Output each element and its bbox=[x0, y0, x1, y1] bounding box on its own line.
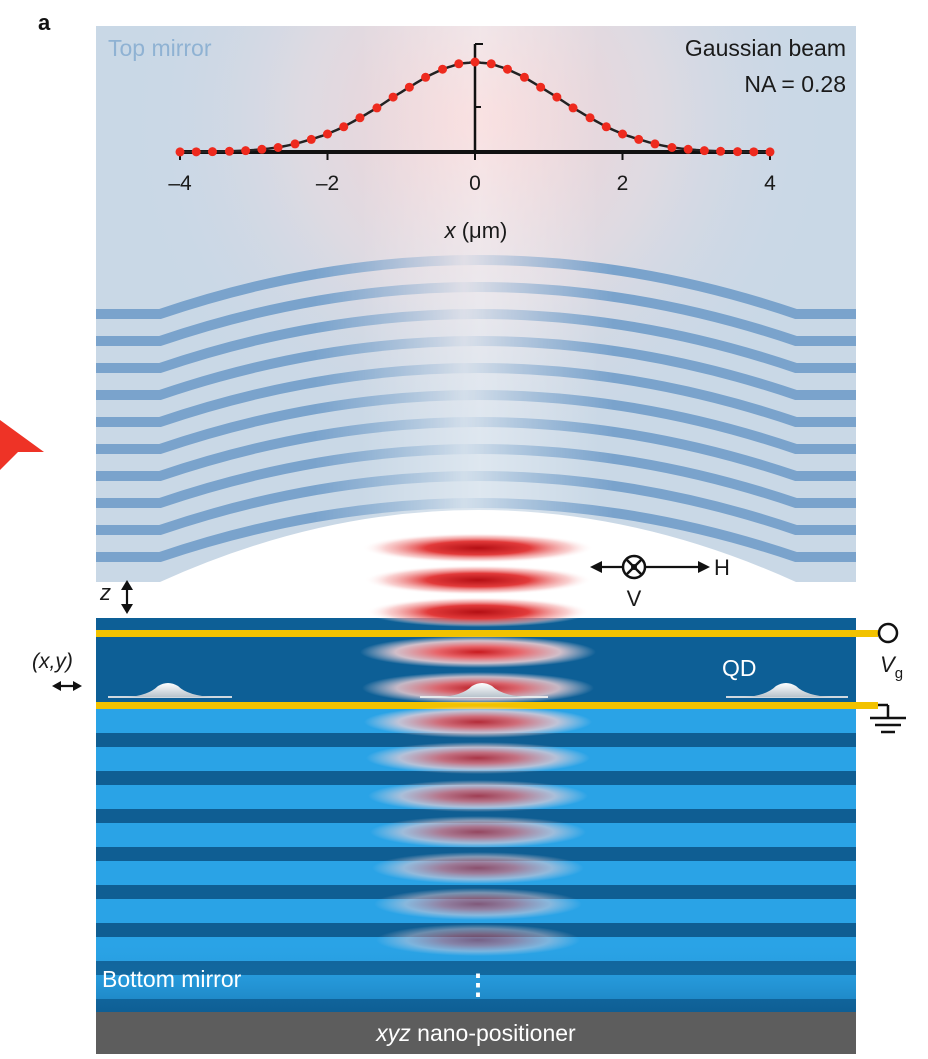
data-point bbox=[601, 122, 611, 132]
top-mirror-layers bbox=[96, 255, 856, 562]
mode-lobe bbox=[372, 852, 584, 884]
top-mirror-layer bbox=[96, 498, 856, 562]
data-point bbox=[585, 113, 595, 123]
mode-lobe bbox=[362, 533, 594, 563]
beam-profile-chart: –4 –2 0 2 4 bbox=[168, 43, 776, 195]
air-gap bbox=[96, 510, 856, 618]
data-point bbox=[634, 134, 644, 144]
top-mirror-label: Top mirror bbox=[108, 35, 212, 61]
data-point bbox=[568, 103, 578, 113]
top-mirror-layer bbox=[96, 282, 856, 346]
mode-lobe bbox=[366, 742, 590, 774]
mode-lobe bbox=[366, 597, 590, 627]
data-point bbox=[421, 72, 431, 82]
data-point bbox=[486, 59, 496, 69]
x-tick-label: –4 bbox=[168, 172, 192, 195]
mode-lobe bbox=[364, 565, 592, 595]
x-tick-label: –2 bbox=[316, 172, 339, 195]
bottom-mirror-dark-layer bbox=[96, 771, 856, 785]
data-point bbox=[404, 82, 414, 92]
top-mirror-layer bbox=[96, 363, 856, 427]
ellipsis-marker: ⋮ bbox=[464, 969, 492, 1000]
data-point bbox=[339, 122, 349, 132]
beam-label-line2: NA = 0.28 bbox=[744, 71, 846, 97]
data-point bbox=[257, 144, 267, 154]
bottom-mirror-dark-layer bbox=[96, 809, 856, 823]
data-point bbox=[323, 129, 332, 139]
data-point bbox=[667, 143, 677, 152]
mode-lobe bbox=[364, 706, 592, 738]
data-point bbox=[470, 57, 480, 67]
polarization-v-label: V bbox=[627, 586, 642, 611]
data-point bbox=[273, 143, 283, 152]
mode-lobe bbox=[370, 816, 586, 848]
vg-label: Vg bbox=[880, 652, 903, 682]
bottom-mirror-label: Bottom mirror bbox=[102, 966, 242, 992]
data-point bbox=[733, 147, 743, 157]
mode-lobe bbox=[374, 888, 582, 920]
z-arrow-icon bbox=[121, 580, 133, 614]
x-tick-label: 0 bbox=[469, 172, 481, 195]
bottom-gate bbox=[96, 702, 878, 709]
data-point bbox=[765, 147, 775, 157]
data-point bbox=[454, 59, 464, 69]
gate-terminal-icon bbox=[877, 622, 899, 644]
top-mirror-layer bbox=[96, 336, 856, 400]
data-point bbox=[699, 146, 709, 156]
quantum-dot-left bbox=[108, 683, 232, 698]
data-point bbox=[241, 146, 251, 156]
polarization-symbol bbox=[590, 554, 710, 580]
beam-label-line1: Gaussian beam bbox=[685, 35, 846, 61]
z-label: z bbox=[99, 580, 111, 605]
data-point bbox=[388, 92, 398, 102]
data-point bbox=[552, 92, 562, 102]
data-point bbox=[519, 72, 529, 82]
top-mirror-layer bbox=[96, 309, 856, 373]
xy-arrow-icon bbox=[52, 681, 82, 691]
panel-label: a bbox=[38, 10, 51, 35]
polarization-h-label: H bbox=[714, 555, 730, 580]
data-point bbox=[306, 134, 316, 144]
mode-lobe bbox=[368, 780, 588, 812]
data-point bbox=[618, 129, 627, 139]
data-point bbox=[650, 139, 660, 149]
x-tick-label: 4 bbox=[764, 172, 776, 195]
data-point bbox=[355, 113, 365, 123]
top-mirror-layer bbox=[96, 255, 856, 319]
top-gate bbox=[96, 630, 878, 637]
data-point bbox=[224, 146, 234, 156]
data-point bbox=[749, 147, 759, 157]
mode-lobe bbox=[360, 636, 596, 668]
xy-label: (x,y) bbox=[32, 650, 73, 673]
qd-label: QD bbox=[722, 655, 757, 681]
data-point bbox=[502, 64, 512, 74]
data-point bbox=[290, 139, 300, 149]
top-mirror-layer bbox=[96, 444, 856, 508]
data-point bbox=[175, 147, 185, 157]
quantum-dot-center bbox=[420, 683, 548, 698]
data-point bbox=[683, 144, 693, 154]
data-point bbox=[716, 146, 726, 156]
mode-lobe bbox=[376, 924, 580, 956]
top-mirror-layer bbox=[96, 417, 856, 481]
bottom-mirror-dark-layer bbox=[96, 733, 856, 747]
ground-icon bbox=[870, 703, 906, 734]
top-mirror-layer bbox=[96, 390, 856, 454]
quantum-dot-right bbox=[726, 683, 848, 698]
nano-positioner bbox=[96, 1012, 856, 1054]
positioner-label: xyz nano-positioner bbox=[375, 1020, 576, 1046]
beam-column-glow bbox=[360, 26, 600, 582]
red-arrow-fragment bbox=[0, 420, 44, 470]
top-mirror-layer bbox=[96, 471, 856, 535]
data-point bbox=[438, 64, 448, 74]
data-point bbox=[372, 103, 382, 113]
x-tick-label: 2 bbox=[617, 172, 629, 195]
x-axis-label: x (μm) bbox=[444, 218, 508, 243]
data-point bbox=[207, 147, 217, 157]
data-point bbox=[536, 82, 546, 92]
data-point bbox=[191, 147, 201, 157]
